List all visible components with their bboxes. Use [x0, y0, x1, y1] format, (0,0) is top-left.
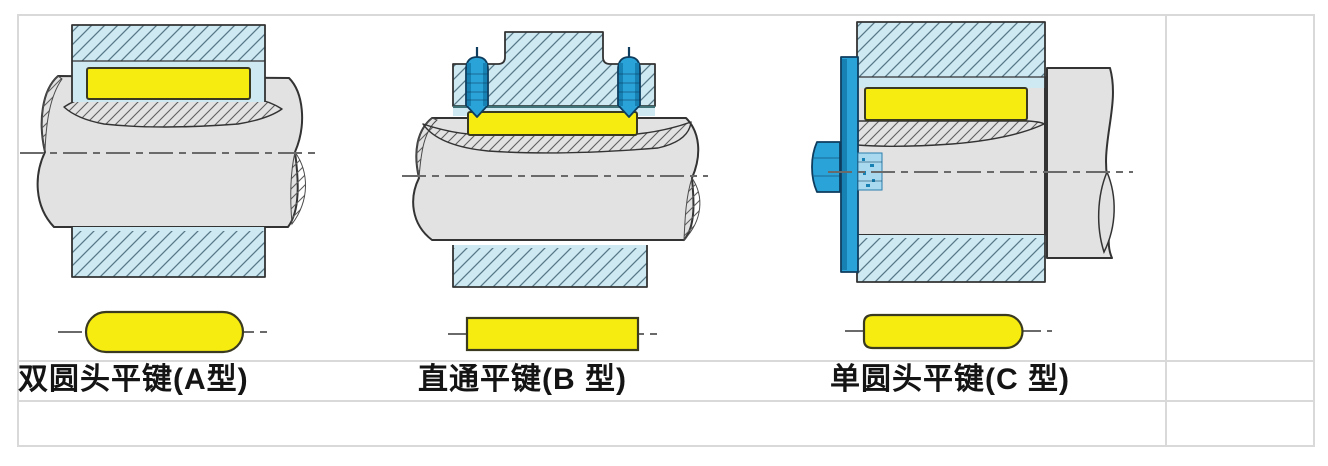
hub-lower	[856, 235, 1046, 283]
caption-type-c: 单圆头平键(C 型)	[830, 363, 1070, 396]
hub-upper	[856, 21, 1046, 88]
shaft-break-lens-icon	[290, 150, 306, 226]
key-top-view	[862, 313, 1024, 350]
panel-b-section-view	[402, 31, 708, 288]
set-screw-right	[617, 47, 641, 118]
grid-line	[17, 14, 1315, 16]
shaft	[36, 75, 304, 228]
shaft	[412, 117, 700, 241]
caption-type-b: 直通平键(B 型)	[418, 363, 627, 396]
shaft-break-lens-icon	[1097, 170, 1115, 254]
shaft-shoulder	[1046, 67, 1114, 259]
panel-b-key-top-view	[448, 316, 658, 352]
panel-c-key-top-view	[845, 313, 1052, 350]
shaft-in-bore	[856, 76, 1046, 236]
panel-a-section-view	[20, 24, 316, 278]
key-top-view	[465, 316, 640, 352]
grid-line	[17, 14, 19, 447]
hub-lower	[452, 245, 648, 288]
key-cross-section	[467, 111, 638, 136]
grid-line	[17, 400, 1315, 402]
grid-line	[1313, 14, 1315, 447]
key-cross-section	[864, 87, 1028, 121]
hex-bolt-head	[811, 141, 841, 193]
hub-upper	[71, 24, 266, 102]
keyway-section-hatch	[63, 97, 283, 128]
end-plate-washer	[840, 56, 859, 273]
grid-line	[17, 360, 1315, 362]
grid-line	[1165, 14, 1167, 447]
grid-line	[17, 445, 1315, 447]
key-cross-section	[86, 67, 251, 100]
caption-type-a: 双圆头平键(A型)	[18, 363, 249, 396]
panel-a-key-top-view	[58, 310, 268, 354]
panel-c-section-view	[811, 21, 1133, 283]
shaft-break-lens-icon	[415, 117, 438, 179]
set-screw-left	[465, 47, 489, 118]
shaft-break-lens-icon	[683, 176, 701, 242]
hub-upper-stepped	[452, 31, 656, 116]
shaft-break-lens-icon	[41, 75, 63, 153]
keyway-section-hatch	[856, 120, 1045, 147]
hub-lower	[71, 227, 266, 278]
key-top-view	[84, 310, 245, 354]
bolt-threaded-shank	[857, 152, 883, 191]
keyway-section-hatch	[422, 121, 692, 154]
